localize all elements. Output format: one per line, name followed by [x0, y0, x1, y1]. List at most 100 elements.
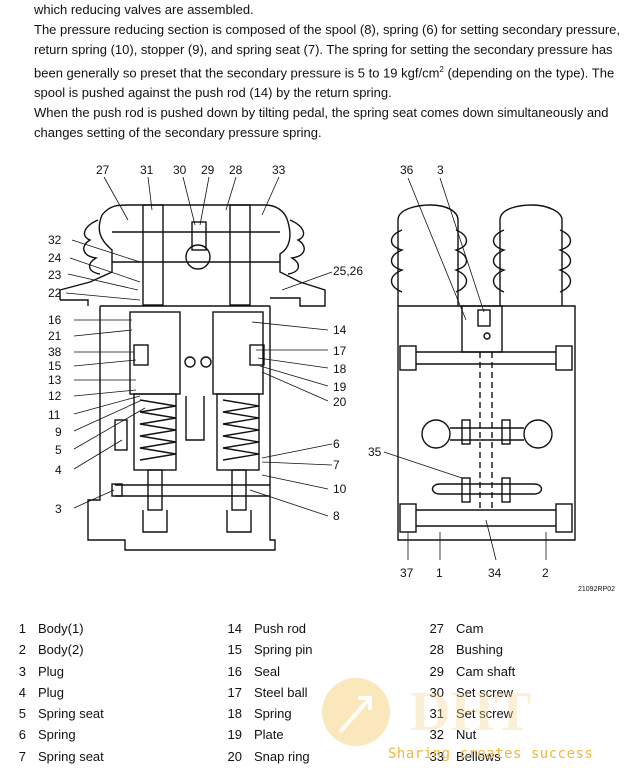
label-20: 20	[333, 395, 347, 409]
legend-num: 14	[227, 621, 242, 636]
label-27: 27	[96, 163, 110, 177]
legend-num: 31	[429, 706, 444, 722]
legend-item: 14 Push rod	[216, 618, 313, 639]
legend-num: 27	[429, 621, 444, 636]
legend-num: 5	[18, 706, 26, 722]
legend-num: 29	[429, 663, 444, 679]
label-19: 19	[333, 380, 347, 394]
legend-name: Seal	[254, 663, 281, 679]
label-2: 2	[542, 566, 549, 580]
label-16: 16	[48, 313, 62, 327]
legend-num: 20	[227, 748, 242, 764]
label-4: 4	[55, 463, 62, 477]
legend-item: 29 Cam shaft	[418, 661, 516, 682]
label-1: 1	[436, 566, 443, 580]
legend-num: 7	[18, 748, 26, 764]
legend-name: Bushing	[456, 642, 503, 658]
legend-name: Bellows	[456, 748, 501, 764]
arrow-icon	[338, 696, 372, 734]
label-17: 17	[333, 344, 347, 358]
label-22: 22	[48, 286, 62, 300]
label-21: 21	[48, 329, 62, 343]
legend-item: 2 Body(2)	[0, 639, 104, 660]
legend-num: 1	[18, 621, 26, 636]
label-15: 15	[48, 359, 62, 373]
label-28: 28	[229, 163, 243, 177]
label-29: 29	[201, 163, 215, 177]
label-36: 36	[400, 163, 414, 177]
legend-name: Spring seat	[38, 706, 104, 722]
legend-item: 20 Snap ring	[216, 746, 313, 767]
left-view-labels: 27 31 30 29 28 33 32 24 23 22 16 21 38 1…	[48, 163, 363, 523]
legend-item: 27 Cam	[418, 618, 515, 639]
watermark-logo: DHT	[322, 678, 531, 746]
legend-item: 7 Spring seat	[0, 746, 104, 767]
label-38: 38	[48, 345, 62, 359]
label-24: 24	[48, 251, 62, 265]
watermark-tagline: Sharing creates success	[388, 746, 594, 762]
legend-num: 32	[429, 727, 444, 743]
legend-name: Snap ring	[254, 748, 310, 764]
legend-num: 30	[429, 684, 444, 700]
watermark-logo-text: DHT	[410, 681, 531, 743]
intro-p1-superscript: 2	[439, 65, 444, 74]
label-23: 23	[48, 268, 62, 282]
legend-name: Plate	[254, 727, 284, 743]
label-18: 18	[333, 362, 347, 376]
legend-item: 4 Plug	[0, 682, 104, 703]
legend-num: 15	[227, 642, 242, 658]
legend-item: 15 Spring pin	[216, 639, 313, 660]
legend-name: Plug	[38, 684, 65, 700]
legend-name: Body(1)	[38, 621, 84, 636]
label-12: 12	[48, 389, 62, 403]
intro-line0: which reducing valves are assembled.	[34, 2, 254, 17]
label-30: 30	[173, 163, 187, 177]
legend-num: 33	[429, 748, 444, 764]
label-7: 7	[333, 458, 340, 472]
legend-name: Spring seat	[38, 748, 104, 764]
legend-item: 5 Spring seat	[0, 703, 104, 724]
label-37: 37	[400, 566, 414, 580]
label-14: 14	[333, 323, 347, 337]
label-32: 32	[48, 233, 62, 247]
label-5: 5	[55, 443, 62, 457]
legend-num: 28	[429, 642, 444, 658]
intro-p1a: The pressure reducing section is compose…	[34, 22, 621, 81]
label-8: 8	[333, 509, 340, 523]
legend-name: Spring pin	[254, 642, 313, 658]
legend-num: 18	[227, 706, 242, 722]
label-34: 34	[488, 566, 502, 580]
legend-item: 16 Seal	[216, 661, 313, 682]
legend-item: 33 Bellows	[418, 746, 515, 767]
figure-code: 21092RP02	[578, 586, 615, 593]
label-25-26: 25,26	[333, 264, 363, 278]
label-11: 11	[48, 408, 61, 422]
legend-name: Push rod	[254, 621, 307, 636]
label-3-right: 3	[437, 163, 444, 177]
legend-name: Steel ball	[254, 684, 308, 700]
legend-name: Plug	[38, 663, 65, 679]
legend-name: Cam shaft	[456, 663, 516, 679]
legend-item: 28 Bushing	[418, 639, 515, 660]
legend-name: Body(2)	[38, 642, 84, 658]
legend-num: 2	[18, 642, 26, 658]
legend-num: 6	[18, 727, 26, 743]
intro-p1b: (depending on the type). The spool is pu…	[34, 65, 615, 101]
label-6: 6	[333, 437, 340, 451]
intro-paragraph-1: The pressure reducing section is compose…	[34, 20, 632, 103]
intro-text: which reducing valves are assembled. The…	[34, 0, 632, 143]
legend-num: 16	[227, 663, 242, 679]
legend-name: Cam	[456, 621, 484, 636]
legend-item: 1 Body(1)	[0, 618, 104, 639]
legend-num: 4	[18, 684, 26, 700]
